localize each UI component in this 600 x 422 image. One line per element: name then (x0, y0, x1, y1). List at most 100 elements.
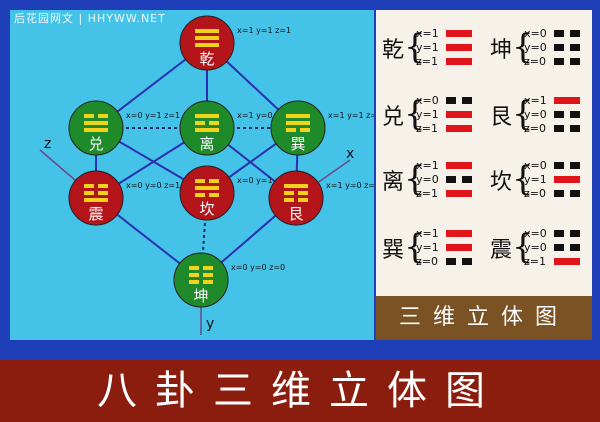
node-coord-note: x=1 y=0 z=1 (237, 111, 291, 120)
watermark-text: 后花园网文 | HHYWW.NET (14, 12, 166, 25)
yang-line (446, 44, 472, 51)
axis-label-x: x (346, 146, 354, 162)
table-trigram-name: 离 (382, 170, 405, 195)
yang-line (195, 29, 219, 33)
table-brace: { (512, 159, 534, 199)
table-coordinate: y=1 (416, 108, 439, 121)
table-coordinate: x=0 (524, 227, 547, 240)
table-brace: { (512, 227, 534, 267)
table-trigram-name: 乾 (382, 38, 405, 63)
table-brace: { (512, 94, 534, 134)
yang-line (446, 244, 472, 251)
trigram-ball-label: 艮 (288, 205, 303, 223)
table-coordinate: z=0 (416, 255, 438, 268)
node-coord-note: x=0 y=0 z=1 (126, 181, 180, 190)
table-coordinate: x=1 (416, 159, 439, 172)
table-brace: { (404, 227, 426, 267)
table-coordinate: y=1 (524, 173, 547, 186)
yin-line (446, 258, 472, 265)
node-coord-note: x=0 y=1 z=0 (237, 176, 291, 185)
yin-line (554, 244, 580, 251)
yin-line (98, 184, 108, 188)
table-coordinate: x=0 (524, 159, 547, 172)
yin-line (554, 58, 580, 65)
yang-line (554, 176, 580, 183)
trigram-ball-label: 震 (88, 205, 103, 223)
yin-line (554, 162, 580, 169)
table-coordinate: z=1 (524, 255, 546, 268)
table-trigram-name: 艮 (490, 105, 513, 130)
yin-line (209, 193, 219, 197)
yin-line (98, 114, 108, 118)
yang-line (195, 114, 219, 118)
yin-line (189, 280, 199, 284)
yin-line (298, 191, 308, 195)
yin-line (203, 280, 213, 284)
yin-line (203, 273, 213, 277)
yang-line (84, 128, 108, 132)
yin-line (203, 266, 213, 270)
yin-line (284, 198, 294, 202)
node-coord-note: x=0 y=0 z=0 (231, 263, 285, 272)
trigram-ball-label: 坎 (199, 200, 214, 218)
yang-line (195, 43, 219, 47)
trigram-ball-gen (268, 170, 324, 226)
yin-line (554, 230, 580, 237)
table-coordinate: y=0 (524, 241, 547, 254)
table-coordinate: z=0 (524, 187, 546, 200)
table-brace: { (404, 159, 426, 199)
trigram-ball-xun (270, 100, 326, 156)
yang-line (446, 111, 472, 118)
table-coordinate: x=0 (416, 94, 439, 107)
yang-line (446, 162, 472, 169)
banner-title: 八卦三维立体图 (97, 368, 503, 414)
yang-line (195, 36, 219, 40)
trigram-ball-label: 兑 (88, 135, 103, 153)
yin-line (195, 121, 205, 125)
yin-line (298, 198, 308, 202)
sub-label: 三维立体图 (376, 296, 592, 340)
table-trigram-name: 震 (490, 238, 513, 263)
table-brace: { (512, 27, 534, 67)
yang-line (286, 121, 310, 125)
table-coordinate: x=0 (524, 27, 547, 40)
yin-line (554, 190, 580, 197)
table-coordinate: y=1 (416, 41, 439, 54)
trigram-ball-label: 坤 (193, 287, 208, 305)
yin-line (195, 193, 205, 197)
table-brace: { (404, 27, 426, 67)
yang-line (554, 258, 580, 265)
node-coord-note: x=1 y=1 z=1 (237, 26, 291, 35)
yang-line (446, 190, 472, 197)
yin-line (195, 179, 205, 183)
table-coordinate: z=1 (416, 122, 438, 135)
table-coordinate: y=0 (416, 173, 439, 186)
yin-line (446, 176, 472, 183)
table-coordinate: z=0 (524, 55, 546, 68)
yin-line (189, 273, 199, 277)
table-trigram-name: 兑 (382, 105, 405, 130)
table-trigram-name: 坤 (490, 38, 513, 63)
yang-line (84, 121, 108, 125)
table-coordinate: z=1 (416, 187, 438, 200)
bottom-banner (0, 360, 600, 422)
table-trigram-name: 巽 (382, 238, 405, 263)
trigram-ball-label: 巽 (290, 135, 305, 153)
trigram-ball-label: 乾 (199, 50, 214, 68)
axis-label-y: y (206, 316, 214, 332)
yin-line (284, 191, 294, 195)
node-coord-note: x=1 y=0 z=0 (326, 181, 374, 190)
node-coord-note: x=0 y=1 z=1 (126, 111, 180, 120)
yin-line (209, 121, 219, 125)
yin-line (84, 114, 94, 118)
table-coordinate: y=0 (524, 108, 547, 121)
yin-line (189, 266, 199, 270)
axis-label-z: z (44, 136, 51, 152)
yin-line (209, 179, 219, 183)
yang-line (446, 58, 472, 65)
yin-line (286, 128, 296, 132)
yin-line (84, 191, 94, 195)
